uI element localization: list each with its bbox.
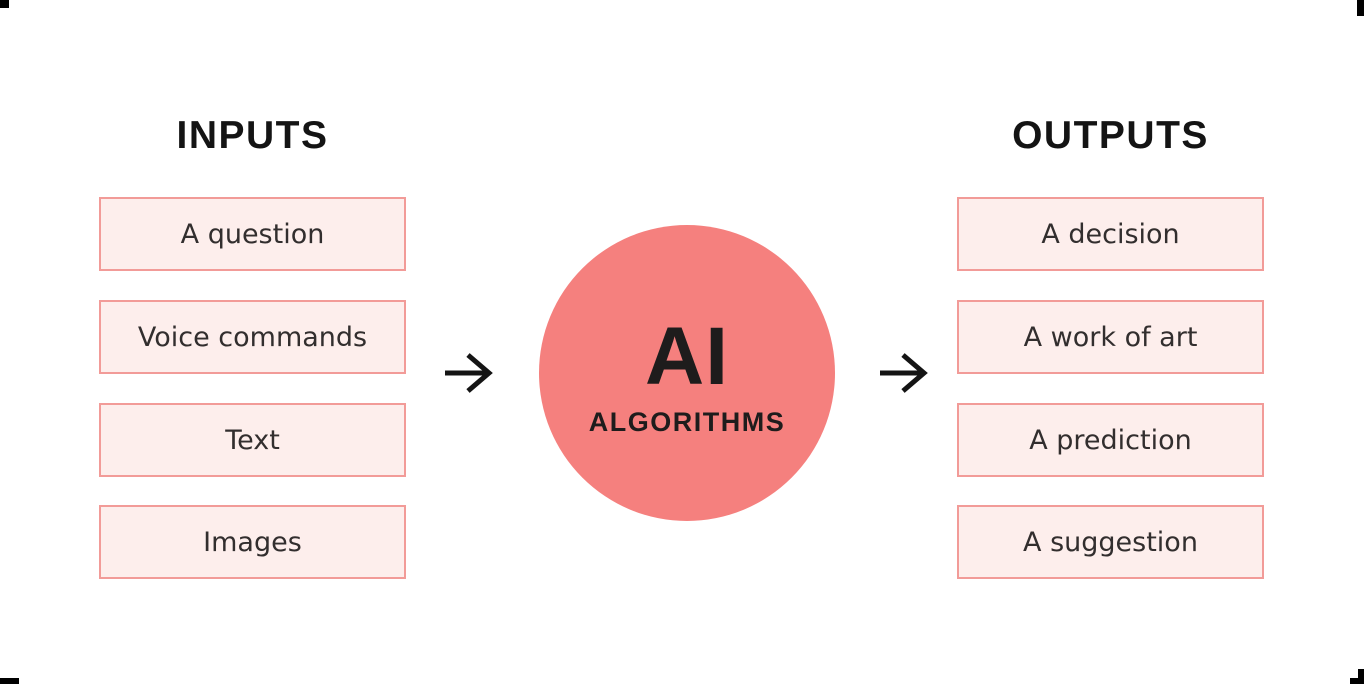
ai-label: AI bbox=[645, 311, 729, 402]
corner-mark-bottom-right bbox=[1358, 669, 1364, 684]
corner-mark-bottom-left bbox=[0, 678, 19, 684]
output-box-a-suggestion: A suggestion bbox=[957, 505, 1264, 579]
input-box-a-question: A question bbox=[99, 197, 406, 271]
right-arrow-icon bbox=[880, 353, 928, 393]
inputs-heading: INPUTS bbox=[176, 114, 329, 157]
input-box-text: Text bbox=[99, 403, 406, 477]
ai-algorithms-circle: AI ALGORITHMS bbox=[539, 225, 835, 521]
input-box-images: Images bbox=[99, 505, 406, 579]
corner-mark-top-right bbox=[1357, 0, 1364, 16]
corner-mark-top-left bbox=[0, 0, 9, 8]
output-box-a-work-of-art: A work of art bbox=[957, 300, 1264, 374]
input-box-voice-commands: Voice commands bbox=[99, 300, 406, 374]
output-box-a-prediction: A prediction bbox=[957, 403, 1264, 477]
right-arrow-icon bbox=[445, 353, 493, 393]
output-box-a-decision: A decision bbox=[957, 197, 1264, 271]
corner-mark-bottom-right bbox=[1350, 678, 1364, 684]
outputs-heading: OUTPUTS bbox=[1012, 114, 1209, 157]
algorithms-label: ALGORITHMS bbox=[588, 407, 786, 437]
